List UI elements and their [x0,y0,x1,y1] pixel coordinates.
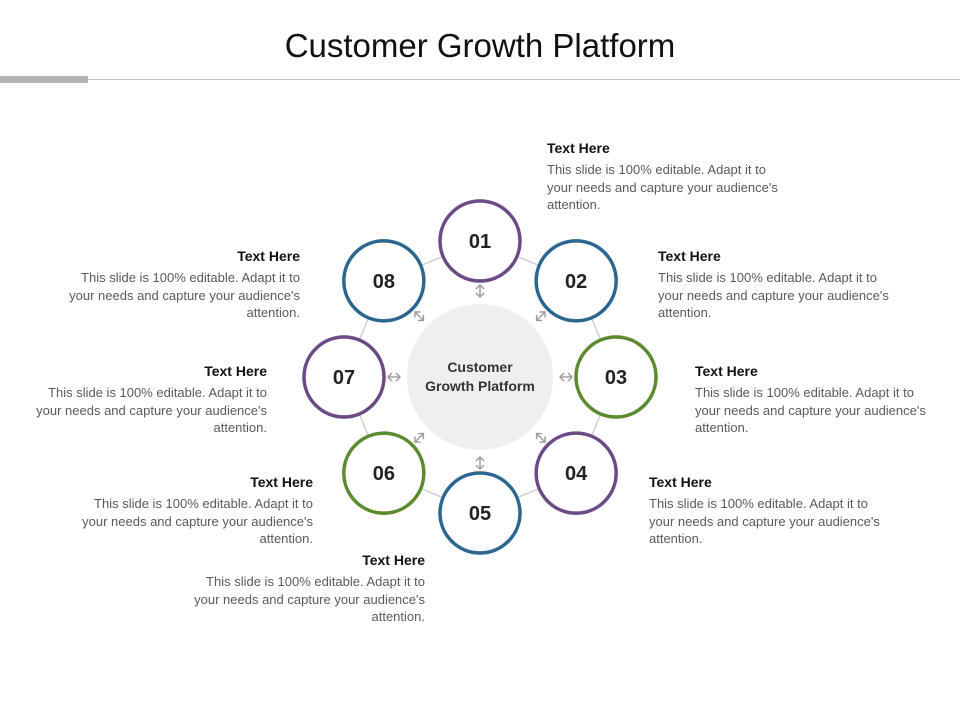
connector-arrows [387,284,573,470]
text-block-03: Text Here This slide is 100% editable. A… [695,363,935,437]
step-node-06: 06 [342,431,426,515]
step-node-07: 07 [302,335,386,419]
center-label-line1: Customer [447,359,513,375]
title-accent-bar [0,76,88,83]
text-block-heading: Text Here [547,140,610,156]
step-node-05: 05 [438,471,522,555]
step-node-08: 08 [342,239,426,323]
step-number: 05 [469,503,491,525]
center-hub [407,304,553,450]
text-block-heading: Text Here [649,474,712,490]
text-block-body: This slide is 100% editable. Adapt it to… [695,385,926,435]
step-circle [534,239,618,323]
text-block-04: Text Here This slide is 100% editable. A… [649,474,889,548]
step-node-01: 01 [438,199,522,283]
text-block-body: This slide is 100% editable. Adapt it to… [36,385,267,435]
step-number: 07 [333,367,355,389]
double-arrow-icon [475,284,485,298]
step-number: 01 [469,231,491,253]
step-circle [574,335,658,419]
step-number: 02 [565,271,587,293]
text-block-08: Text Here This slide is 100% editable. A… [60,248,300,322]
step-circle [438,199,522,283]
double-arrow-icon [535,432,546,443]
double-arrow-icon [535,311,546,322]
text-block-01: Text Here This slide is 100% editable. A… [547,140,787,214]
text-block-body: This slide is 100% editable. Adapt it to… [82,496,313,546]
text-block-body: This slide is 100% editable. Adapt it to… [649,496,880,546]
text-block-body: This slide is 100% editable. Adapt it to… [547,162,778,212]
step-node-02: 02 [534,239,618,323]
step-number: 08 [373,271,395,293]
double-arrow-icon [387,372,401,382]
text-block-02: Text Here This slide is 100% editable. A… [658,248,898,322]
step-circle [302,335,386,419]
title-divider [88,79,960,80]
step-node-03: 03 [574,335,658,419]
text-block-body: This slide is 100% editable. Adapt it to… [69,270,300,320]
text-block-07: Text Here This slide is 100% editable. A… [27,363,267,437]
text-block-05: Text Here This slide is 100% editable. A… [185,552,425,626]
step-circle [534,431,618,515]
step-circle [342,431,426,515]
step-number: 04 [565,463,588,485]
double-arrow-icon [414,432,425,443]
center-label-line2: Growth Platform [425,378,535,394]
text-block-heading: Text Here [250,474,313,490]
text-block-heading: Text Here [695,363,758,379]
double-arrow-icon [475,456,485,470]
text-block-heading: Text Here [204,363,267,379]
step-number: 06 [373,463,395,485]
step-circle [342,239,426,323]
text-block-heading: Text Here [658,248,721,264]
step-node-04: 04 [534,431,618,515]
text-block-body: This slide is 100% editable. Adapt it to… [658,270,889,320]
text-block-06: Text Here This slide is 100% editable. A… [73,474,313,548]
step-number: 03 [605,367,627,389]
step-nodes: 01 02 03 04 05 06 07 08 [302,199,658,555]
text-block-heading: Text Here [237,248,300,264]
slide-title: Customer Growth Platform [284,27,676,64]
step-circle [438,471,522,555]
text-block-body: This slide is 100% editable. Adapt it to… [194,574,425,624]
double-arrow-icon [559,372,573,382]
double-arrow-icon [414,311,425,322]
text-block-heading: Text Here [362,552,425,568]
